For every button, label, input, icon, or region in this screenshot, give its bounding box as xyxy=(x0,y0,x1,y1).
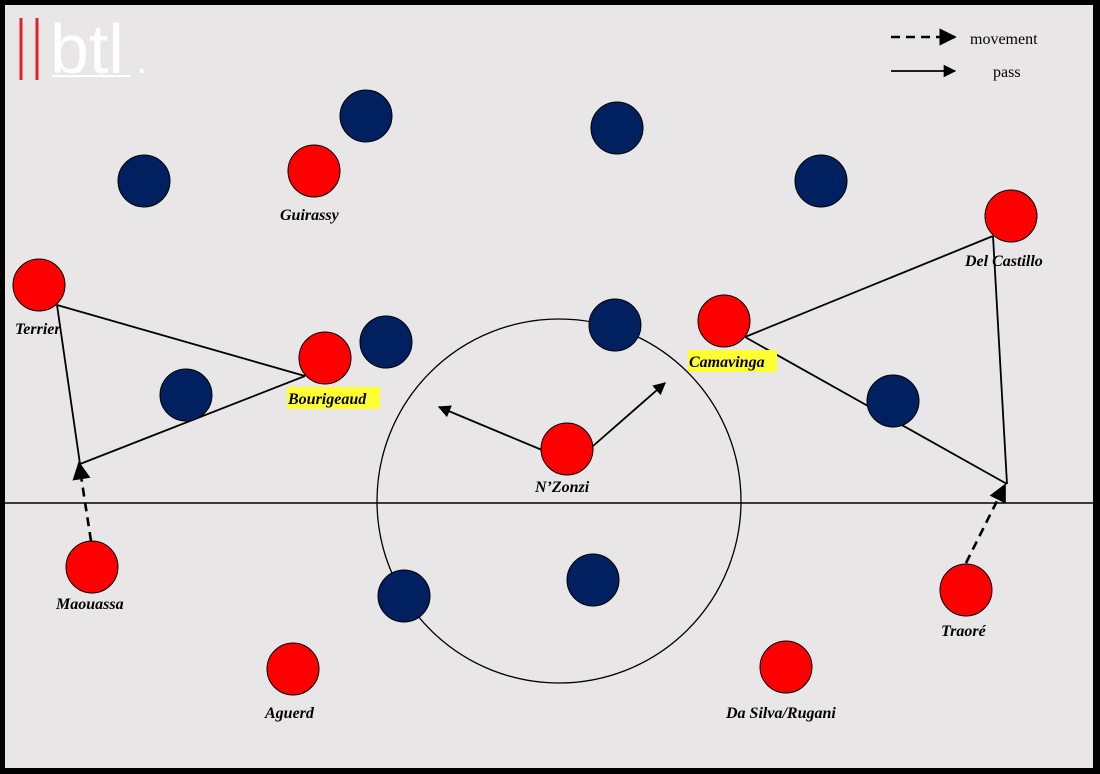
btl-logo: btl . xyxy=(19,10,147,88)
opponent-player xyxy=(117,154,171,208)
pass-arrow-nzonzi-right xyxy=(592,382,666,447)
team-players xyxy=(12,144,1038,696)
player-guirassy xyxy=(287,144,341,198)
opponent-player xyxy=(339,89,393,143)
legend-pass-label: pass xyxy=(993,64,1021,81)
pass-line-terrier-left-point xyxy=(56,304,81,465)
opponent-player xyxy=(590,101,644,155)
label-nzonzi: N’Zonzi xyxy=(534,479,590,496)
opponent-player xyxy=(377,569,431,623)
highlight-camavinga xyxy=(688,350,777,372)
pass-line-terrier-bourigeaud xyxy=(56,304,306,377)
label-maouassa: Maouassa xyxy=(55,596,124,613)
player-camavinga xyxy=(697,294,751,348)
opponent-player xyxy=(866,374,920,428)
opponents xyxy=(117,89,920,623)
legend-movement-label: movement xyxy=(970,31,1038,48)
label-guirassy: Guirassy xyxy=(280,207,340,224)
label-camavinga: Camavinga xyxy=(689,354,765,371)
player-aguerd xyxy=(266,642,320,696)
pass-arrow-nzonzi-left xyxy=(437,405,543,451)
opponent-player xyxy=(566,553,620,607)
player-traore xyxy=(939,563,993,617)
label-del-castillo: Del Castillo xyxy=(964,253,1043,270)
player-labels: Guirassy Terrier Bourigeaud Camavinga De… xyxy=(15,207,1043,722)
label-da-silva-rugani: Da Silva/Rugani xyxy=(725,705,836,722)
player-del-castillo xyxy=(984,189,1038,243)
player-maouassa xyxy=(65,540,119,594)
player-da-silva-rugani xyxy=(759,640,813,694)
player-bourigeaud xyxy=(298,331,352,385)
label-aguerd: Aguerd xyxy=(264,705,315,722)
opponent-player xyxy=(588,298,642,352)
pass-line-delcastillo-right-point xyxy=(992,235,1008,485)
player-terrier xyxy=(12,258,66,312)
movement-arrow-maouassa xyxy=(72,461,93,542)
legend: movement pass xyxy=(891,28,1038,81)
player-nzonzi xyxy=(540,422,594,476)
label-terrier: Terrier xyxy=(15,321,61,338)
opponent-player xyxy=(159,368,213,422)
label-traore: Traoré xyxy=(941,623,987,640)
logo-dot: . xyxy=(136,38,147,82)
opponent-player xyxy=(794,154,848,208)
highlight-bourigeaud xyxy=(287,387,380,409)
center-circle xyxy=(376,318,742,684)
pass-line-camavinga-delcastillo xyxy=(744,235,994,338)
label-bourigeaud: Bourigeaud xyxy=(287,391,367,408)
opponent-player xyxy=(359,315,413,369)
